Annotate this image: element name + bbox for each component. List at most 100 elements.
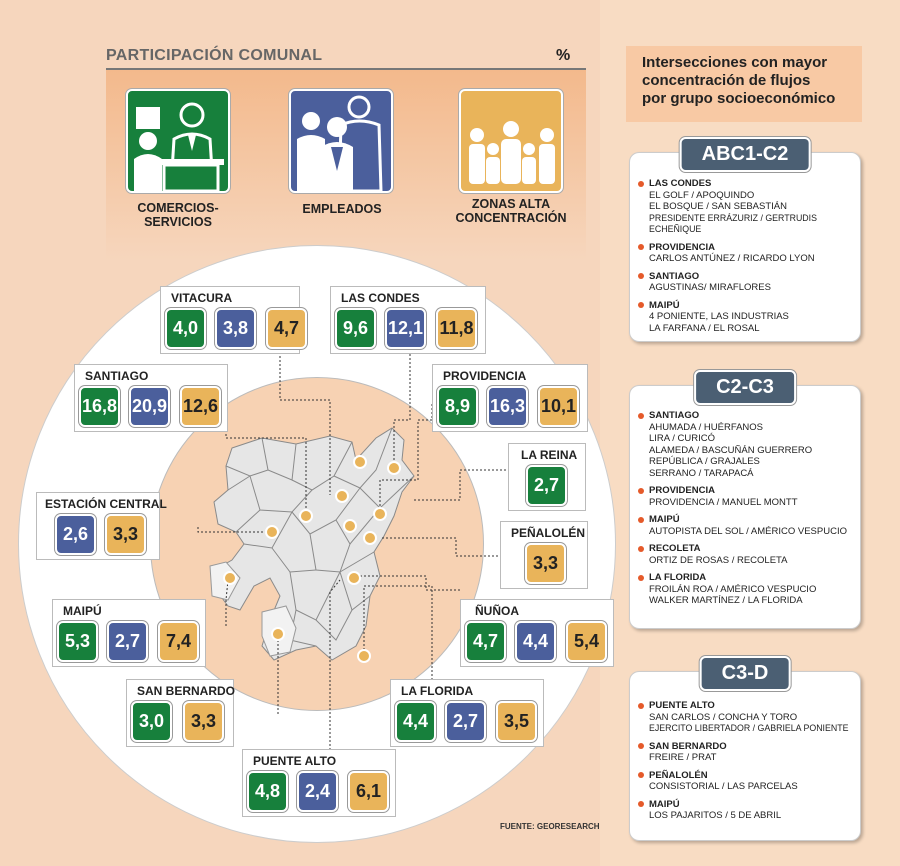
bullet-icon [638,772,644,779]
commune-name: LAS CONDES [649,178,712,189]
list-item: PEÑALOLÉN CONSISTORIAL / LAS PARCELAS [638,770,856,793]
intersection-list: SANTIAGO AHUMADA / HUÉRFANOS LIRA / CURI… [638,410,856,613]
map-marker [363,531,377,545]
map-border [339,551,375,573]
category-label-line: ZONAS ALTA [471,197,551,211]
value-empleados: 2,6 [55,514,96,555]
category-label-line: SERVICIOS [144,215,212,229]
callout-puente-alto: PUENTE ALTO 4,8 2,4 6,1 [242,749,396,817]
intersection-line: CONSISTORIAL / LAS PARCELAS [649,781,798,792]
page-title: PARTICIPACIÓN COMUNAL [106,47,323,64]
list-item: PROVIDENCIA CARLOS ANTÚNEZ / RICARDO LYO… [638,242,856,265]
value-comercios: 16,8 [79,386,120,427]
callout-santiago: SANTIAGO 16,8 20,9 12,6 [74,364,228,432]
category-label-line: CONCENTRACIÓN [455,211,567,225]
santiago-map [197,340,506,750]
list-item: SANTIAGO AGUSTINAS/ MIRAFLORES [638,271,856,294]
bullet-icon [638,180,644,187]
list-item: LAS CONDES EL GOLF / APOQUINDO EL BOSQUE… [638,178,856,236]
group-abc1-c2: ABC1-C2 LAS CONDES EL GOLF / APOQUINDO E… [629,137,861,342]
value-comercios: 4,0 [165,308,206,349]
map-border [235,509,261,533]
commune-name: MAIPÚ [649,798,680,810]
map-marker [271,627,285,641]
unit-label: % [556,47,571,64]
intersection-line: 4 PONIENTE, LAS INDUSTRIAS [649,311,789,322]
category-label-comercios: COMERCIOS- SERVICIOS [106,201,250,229]
value-empleados: 12,1 [385,308,426,349]
value-empleados: 2,4 [297,771,338,812]
map-marker [343,519,357,533]
bullet-icon [638,574,644,581]
commune-name: ESTACIÓN CENTRAL [45,497,167,511]
intersection-line: ORTIZ DE ROSAS / RECOLETA [649,554,788,566]
value-comercios: 5,3 [57,621,98,662]
list-item: MAIPÚ LOS PAJARITOS / 5 DE ABRIL [638,799,856,822]
commune-name: RECOLETA [649,543,701,554]
list-item: SANTIAGO AHUMADA / HUÉRFANOS LIRA / CURI… [638,410,856,479]
list-item: MAIPÚ 4 PONIENTE, LAS INDUSTRIAS LA FARF… [638,300,856,335]
category-label-line: EMPLEADOS [302,202,382,216]
intersection-line: LA FARFANA / EL ROSAL [649,322,760,334]
group-label: C3-D [699,656,791,691]
map-border [261,437,297,481]
callout-maipu: MAIPÚ 5,3 2,7 7,4 [52,599,206,667]
commune-name: MAIPÚ [63,604,102,618]
intersection-line: PROVIDENCIA / MANUEL MONTT [649,496,798,508]
comercio-icon [126,89,230,193]
list-item: LA FLORIDA FROILÁN ROA / AMÉRICO VESPUCI… [638,572,856,607]
value-zonas: 4,7 [266,308,307,349]
list-item: PUENTE ALTO SAN CARLOS / CONCHA Y TORO E… [638,700,856,735]
map-marker [223,571,237,585]
map-marker [357,649,371,663]
map-marker [353,455,367,469]
commune-name: SAN BERNARDO [649,740,727,752]
commune-name: SANTIAGO [649,270,700,282]
list-item: PROVIDENCIA PROVIDENCIA / MANUEL MONTT [638,485,856,508]
intersection-line: EL BOSQUE / SAN SEBASTIÁN [649,201,787,212]
bullet-icon [638,801,644,808]
callout-la-florida: LA FLORIDA 4,4 2,7 3,5 [390,679,544,747]
value-zonas: 7,4 [158,621,199,662]
callout-las-condes: LAS CONDES 9,6 12,1 11,8 [330,286,486,354]
leader-line [380,537,498,557]
leader-line [279,340,331,495]
right-title-line: concentración de flujos [642,72,811,89]
callout-estacion-central: ESTACIÓN CENTRAL 2,6 3,3 [36,492,167,560]
commune-name: PUENTE ALTO [649,700,715,711]
map-border [309,533,351,573]
commune-name: SAN BERNARDO [137,684,236,698]
intersection-line: AGUSTINAS/ MIRAFLORES [649,282,771,293]
callout-la-reina: LA REINA 2,7 [508,443,586,511]
commune-name: VITACURA [171,291,233,305]
leader-line [329,579,341,750]
map-border [333,427,393,489]
commune-name: PROVIDENCIA [649,485,715,496]
commune-name: ÑUÑOA [475,604,519,618]
value-comercios: 8,9 [437,386,478,427]
leader-line [197,527,272,533]
commune-name: MAIPÚ [649,514,680,525]
bullet-icon [638,302,644,309]
empleados-icon [289,89,393,193]
bullet-icon [638,412,644,419]
map-border [291,441,353,491]
leader-line [225,579,229,626]
intersection-line: LOS PAJARITOS / 5 DE ABRIL [649,810,782,821]
value-comercios: 2,7 [526,465,567,506]
right-title-line: por grupo socioeconómico [642,90,836,107]
right-title: Intersecciones con mayor concentración d… [626,46,862,122]
value-comercios: 3,0 [131,701,172,742]
family-icon [459,89,563,193]
callout-vitacura: VITACURA 4,0 3,8 4,7 [160,286,307,354]
intersection-list: PUENTE ALTO SAN CARLOS / CONCHA Y TORO E… [638,700,856,828]
value-empleados: 2,7 [107,621,148,662]
value-comercios: 4,8 [247,771,288,812]
value-comercios: 9,6 [335,308,376,349]
callout-providencia: PROVIDENCIA 8,9 16,3 10,1 [432,364,588,432]
intersection-line: WALKER MARTÍNEZ / LA FLORIDA [649,595,803,606]
value-zonas: 3,3 [183,701,224,742]
value-zonas: 3,3 [105,514,146,555]
value-empleados: 2,7 [445,701,486,742]
intersection-line: FREIRE / PRAT [649,752,717,763]
